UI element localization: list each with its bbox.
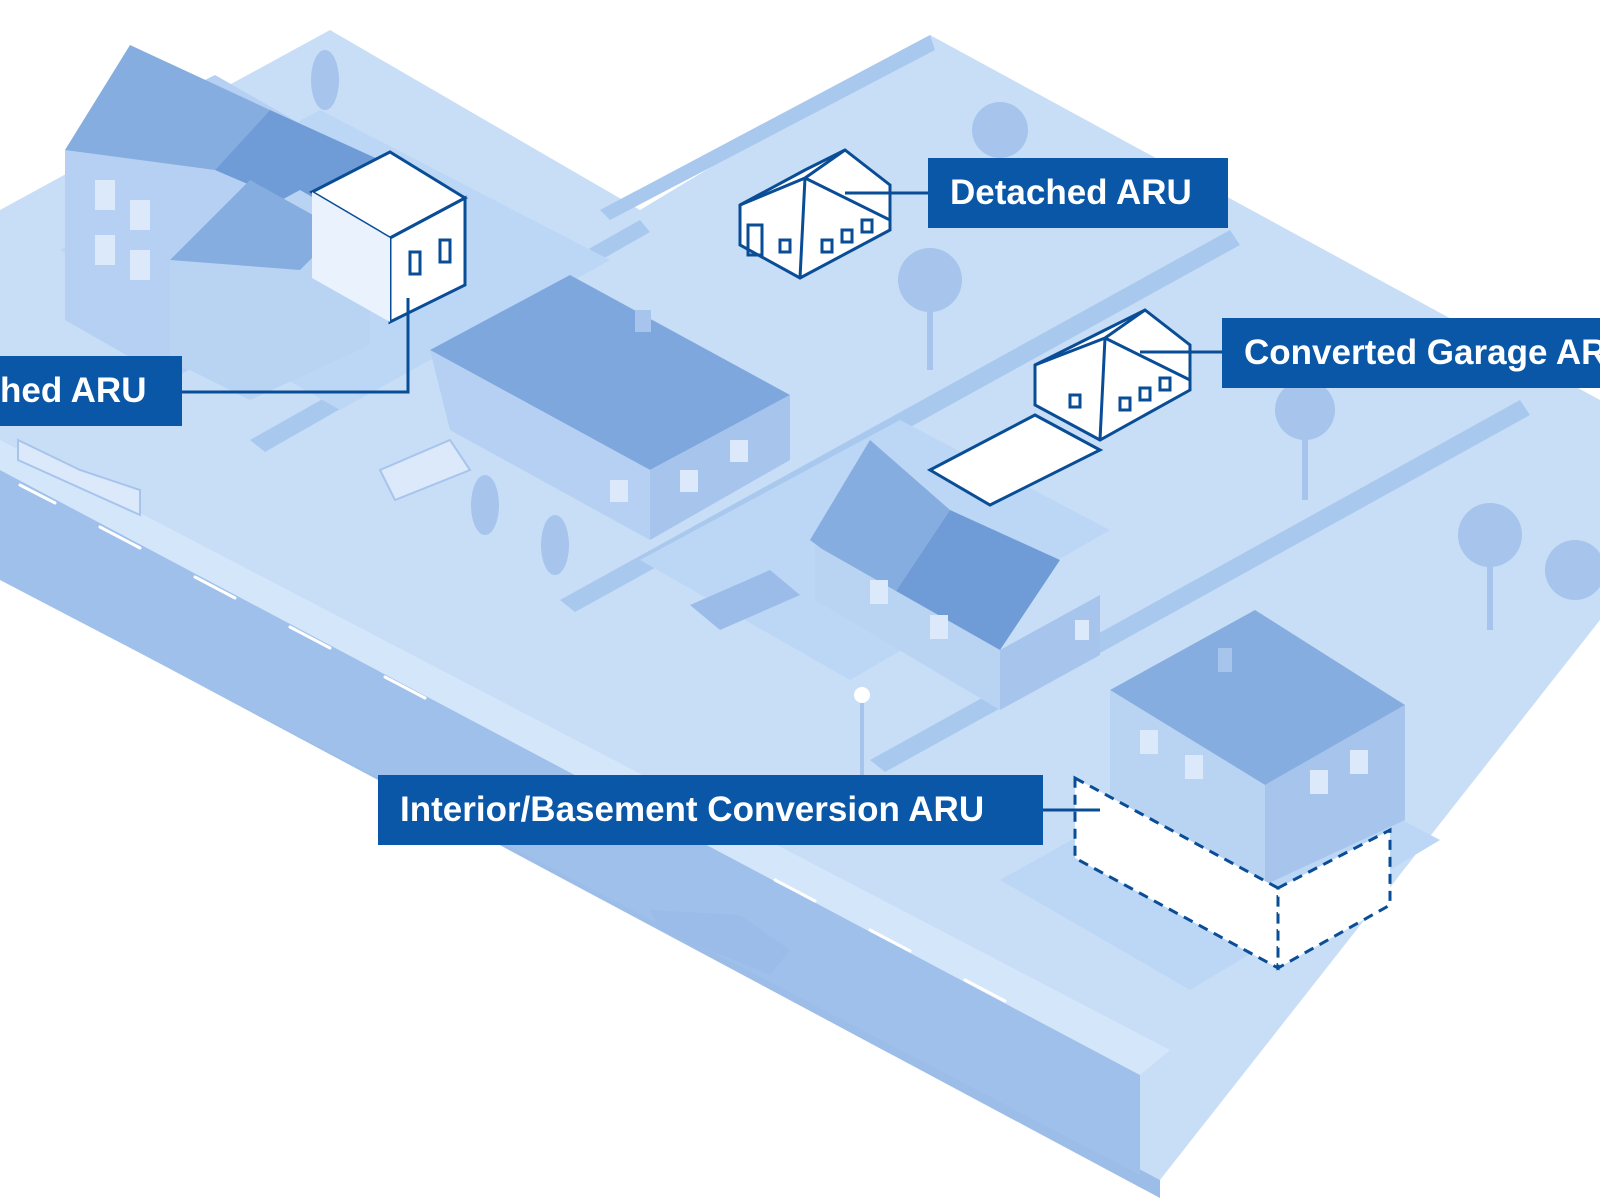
- center-house: [430, 275, 790, 540]
- garage-aru-house: [926, 308, 1192, 507]
- attached-aru-box: [308, 150, 469, 325]
- attached-aru-label-text: hed ARU: [0, 371, 147, 410]
- sidewalk: [0, 440, 1170, 1075]
- interior-aru-label: Interior/Basement Conversion ARU: [378, 775, 1043, 845]
- cars: [17, 438, 800, 975]
- basement-aru-outline: [1073, 775, 1392, 971]
- road-dashes: [18, 483, 1007, 1003]
- detached-aru-house: [738, 148, 892, 280]
- bottom-house: [1110, 610, 1405, 885]
- detached-aru-label: Detached ARU: [928, 158, 1228, 228]
- attached-aru-label: hed ARU: [0, 356, 182, 426]
- trees: [311, 50, 1600, 630]
- middle-house: [810, 440, 1100, 710]
- attached-aru-connector: [180, 298, 410, 394]
- street-lamp: [854, 687, 870, 845]
- garage-aru-label: Converted Garage ARU: [1222, 318, 1600, 388]
